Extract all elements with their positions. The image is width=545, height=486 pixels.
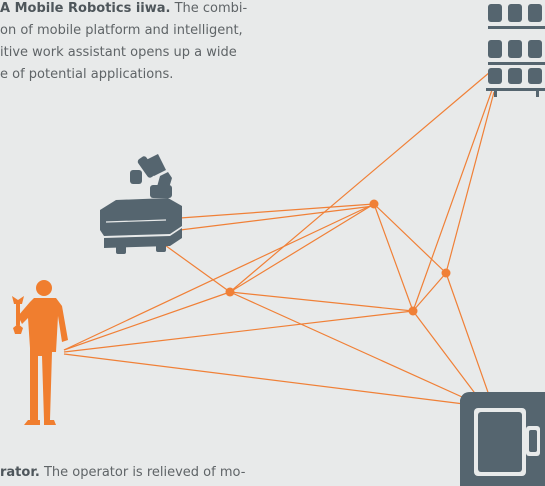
operator-with-wrench-icon — [12, 280, 68, 425]
storage-rack-icon — [486, 4, 545, 97]
node-hub2 — [441, 268, 451, 278]
link-operator-hub1 — [63, 203, 375, 351]
link-hub2-storage — [445, 91, 495, 274]
link-operator-machine — [63, 353, 481, 407]
node-center — [225, 287, 235, 297]
mobile-robot-icon — [100, 154, 182, 254]
caption-operator-title: rator. — [0, 465, 40, 480]
caption-operator-text: The operator is relieved of mo- — [39, 465, 246, 480]
link-robot-hub1 — [179, 203, 375, 219]
caption-line-1: The combi- — [170, 1, 248, 16]
link-robot-center — [161, 242, 231, 293]
caption-line-4: e of potential applications. — [0, 67, 174, 82]
link-center-machine — [229, 291, 483, 407]
link-hub1-hub3 — [373, 203, 414, 312]
caption-line-2: on of mobile platform and intelligent, — [0, 23, 243, 38]
caption-operator: rator. The operator is relieved of mo- — [0, 462, 245, 484]
caption-title: A Mobile Robotics iiwa. — [0, 1, 171, 16]
link-hub3-hub2 — [412, 272, 447, 312]
link-hub2-machine — [445, 272, 491, 399]
caption-mobile-robotics: A Mobile Robotics iiwa. The combi-on of … — [0, 0, 247, 86]
network-nodes — [225, 199, 451, 316]
link-center-storage — [229, 71, 491, 293]
caption-line-3: itive work assistant opens up a wide — [0, 45, 237, 60]
link-operator-center — [63, 291, 231, 351]
link-operator-hub3 — [63, 310, 414, 353]
node-hub1 — [369, 199, 379, 209]
link-center-hub3 — [229, 291, 414, 312]
link-hub1-hub2 — [373, 203, 447, 274]
link-hub3-machine — [412, 310, 481, 401]
link-center-hub1 — [229, 203, 375, 293]
link-robot-hub2 — [179, 205, 375, 231]
link-hub3-storage — [412, 89, 493, 312]
node-hub3 — [408, 306, 418, 316]
connection-lines — [63, 71, 495, 407]
machine-tool-icon — [460, 392, 545, 486]
